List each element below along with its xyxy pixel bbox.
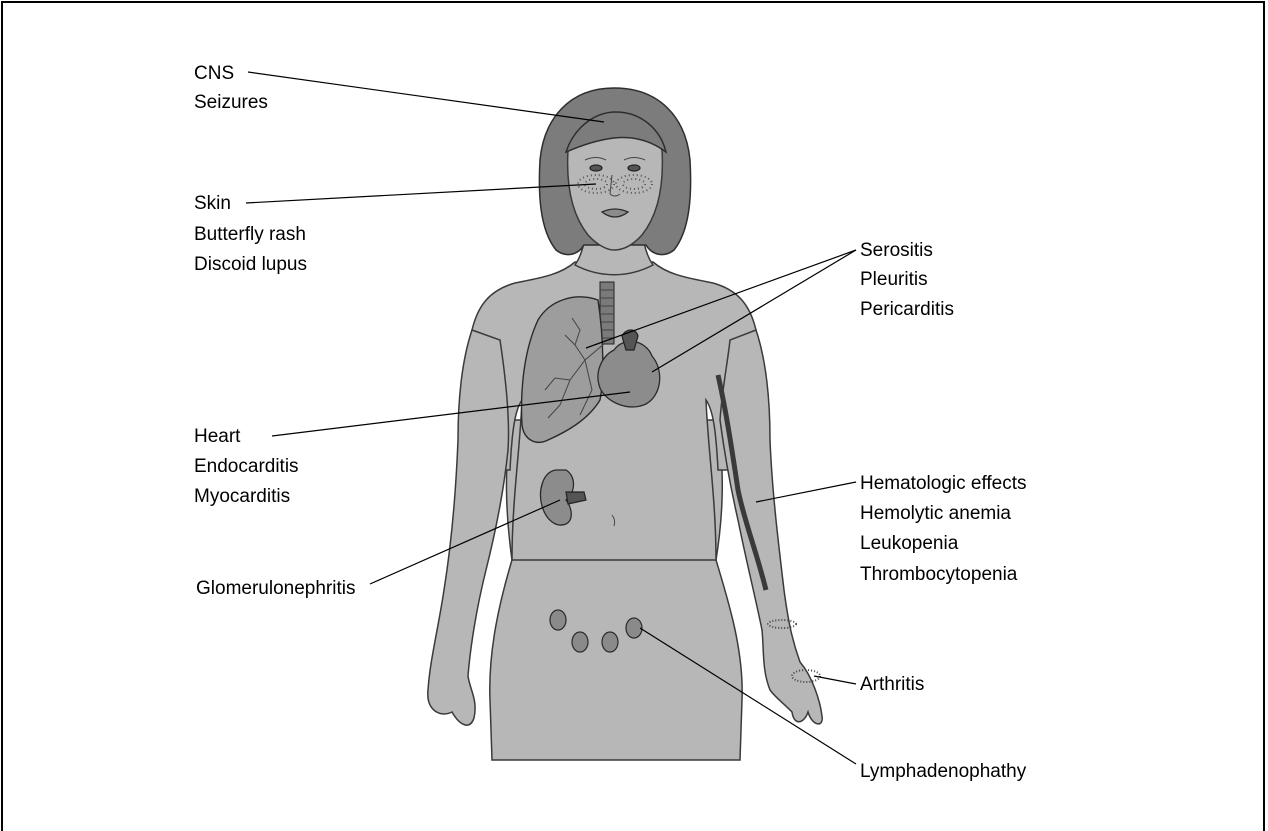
- label-pleuritis: Pleuritis: [860, 269, 928, 290]
- label-cns: CNS: [194, 63, 234, 84]
- label-pericarditis: Pericarditis: [860, 299, 954, 320]
- lymph-node-4: [626, 618, 642, 638]
- label-endocarditis: Endocarditis: [194, 456, 299, 477]
- cns-leader: [248, 72, 604, 122]
- label-discoid-lupus: Discoid lupus: [194, 254, 307, 275]
- label-serositis: Serositis: [860, 240, 933, 261]
- label-lymphadenophathy: Lymphadenophathy: [860, 761, 1027, 782]
- lymph-node-1: [550, 610, 566, 630]
- label-skin: Skin: [194, 193, 231, 214]
- label-leukopenia: Leukopenia: [860, 533, 959, 554]
- label-glomerulonephritis: Glomerulonephritis: [196, 578, 355, 599]
- label-thrombocytopenia: Thrombocytopenia: [860, 564, 1018, 585]
- label-myocarditis: Myocarditis: [194, 486, 290, 507]
- label-arthritis: Arthritis: [860, 674, 924, 695]
- label-seizures: Seizures: [194, 92, 268, 113]
- human-figure: [428, 88, 822, 760]
- lymph-node-3: [602, 632, 618, 652]
- label-heart: Heart: [194, 426, 241, 447]
- lymph-node-2: [572, 632, 588, 652]
- label-hematologic-effects: Hematologic effects: [860, 473, 1027, 494]
- left-eye: [590, 165, 602, 171]
- label-butterfly-rash: Butterfly rash: [194, 224, 306, 245]
- label-hemolytic-anemia: Hemolytic anemia: [860, 503, 1011, 524]
- arthritis-leader: [814, 676, 856, 684]
- right-eye: [628, 165, 640, 171]
